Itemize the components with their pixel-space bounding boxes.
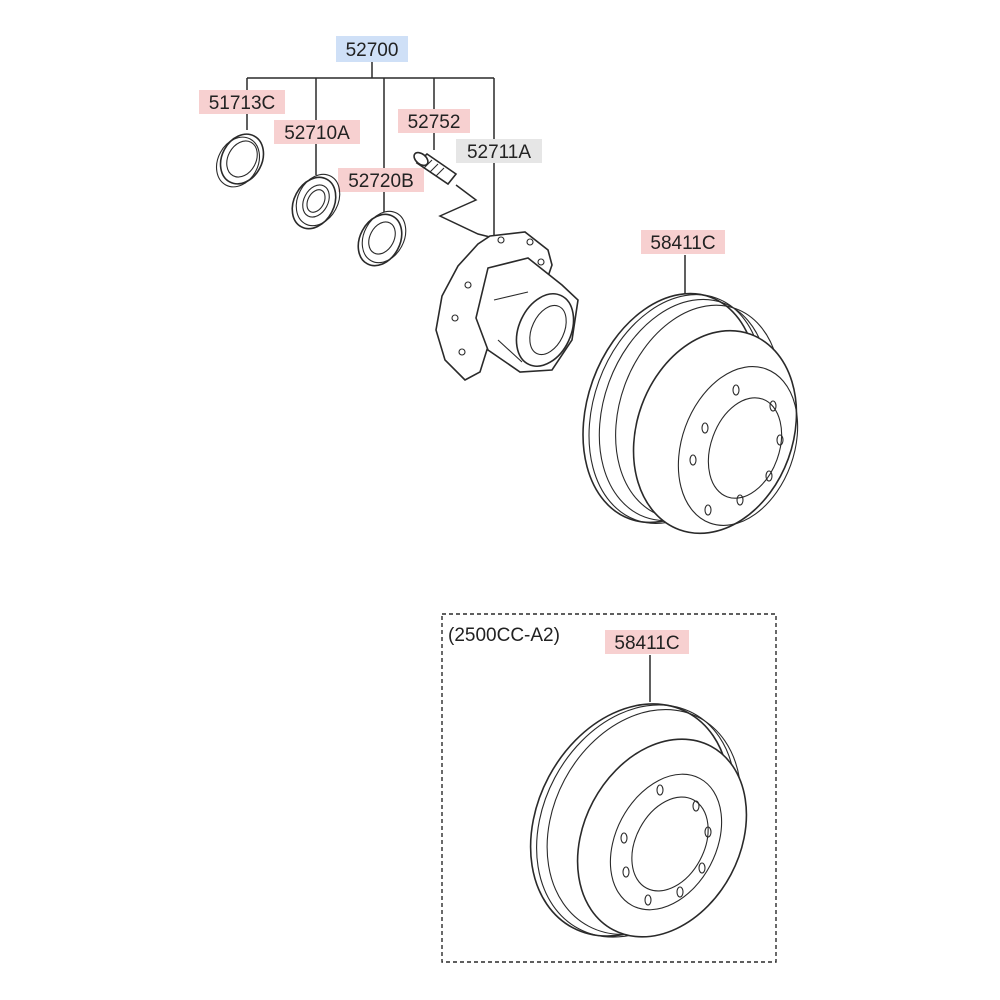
outer-bearing-part xyxy=(291,173,341,230)
label-52700[interactable]: 52700 xyxy=(336,36,408,62)
label-52720B[interactable]: 52720B xyxy=(338,168,424,192)
label-51713C[interactable]: 51713C xyxy=(199,90,285,114)
label-52752[interactable]: 52752 xyxy=(398,109,470,133)
hub-part xyxy=(435,231,579,381)
label-58411C-variant[interactable]: 58411C xyxy=(605,630,689,654)
variant-note: (2500CC-A2) xyxy=(448,625,560,646)
label-58411C-main-text: 58411C xyxy=(650,233,715,254)
oil-seal-part xyxy=(215,133,265,188)
label-58411C-variant-text: 58411C xyxy=(614,633,679,654)
brake-drum-main-part xyxy=(582,292,799,535)
label-51713C-text: 51713C xyxy=(209,93,276,114)
hub-bolt-part xyxy=(413,151,458,186)
label-52711A-text: 52711A xyxy=(467,142,531,163)
label-58411C-main[interactable]: 58411C xyxy=(641,230,725,254)
label-52711A[interactable]: 52711A xyxy=(456,139,542,163)
label-52752-text: 52752 xyxy=(408,112,461,133)
label-52710A[interactable]: 52710A xyxy=(274,120,360,144)
label-52700-text: 52700 xyxy=(346,40,399,61)
brake-drum-variant-part xyxy=(529,703,748,938)
inner-bearing-part xyxy=(357,210,407,267)
label-52710A-text: 52710A xyxy=(284,123,350,144)
variant-box xyxy=(441,613,777,963)
label-52720B-text: 52720B xyxy=(348,171,414,192)
